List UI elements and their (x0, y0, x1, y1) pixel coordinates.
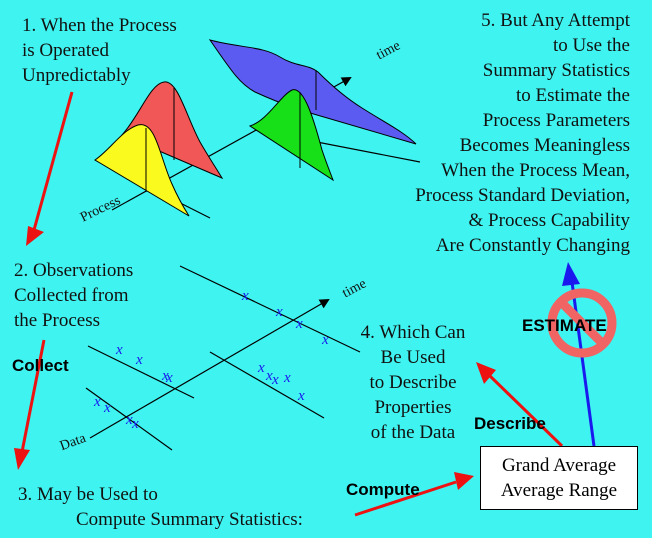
arrow-compute (354, 480, 457, 517)
observation-mark: x (321, 332, 329, 348)
observation-mark: x (297, 388, 305, 404)
arrows (14, 91, 596, 517)
arrow-describe (488, 374, 564, 448)
observation-mark: x (241, 288, 249, 304)
data-row-4 (179, 265, 361, 353)
data-row-2 (87, 345, 195, 399)
step-4-line-4: Properties (374, 397, 452, 418)
observation-mark: x (135, 352, 143, 368)
observation-mark: x (257, 360, 265, 376)
summary-line-grand-average: Grand Average (501, 455, 617, 476)
data-axes-bottom (85, 265, 361, 451)
observation-mark: x (165, 370, 173, 386)
distribution-yellow (94, 124, 190, 217)
step-2-line-1: 2. Observations (14, 260, 134, 281)
distribution-red (121, 81, 224, 180)
step-4-text: 4. Which Can Be Used to Describe Propert… (348, 320, 478, 445)
curve-blue (208, 39, 417, 145)
arrow-collect (20, 339, 46, 453)
observation-mark: x (271, 372, 279, 388)
step-5-line-10: Are Constantly Changing (435, 235, 630, 256)
step-5-line-8: Process Standard Deviation, (415, 185, 630, 206)
curve-red (121, 81, 224, 180)
observation-mark: x (131, 416, 139, 432)
observation-mark: x (275, 304, 283, 320)
compute-label: Compute (346, 480, 420, 499)
observation-mark: x (115, 342, 123, 358)
data-row-3 (209, 351, 325, 419)
prohibition-icon (547, 288, 617, 358)
observation-mark: x (93, 394, 101, 410)
step-3-line-1: 3. May be Used to (18, 484, 158, 505)
curve-green (248, 89, 335, 182)
describe-label: Describe (474, 414, 546, 433)
step-5-line-7: When the Process Mean, (441, 160, 630, 181)
step-3-text: 3. May be Used to Compute Summary Statis… (18, 482, 303, 532)
step-5-line-3: Summary Statistics (482, 60, 630, 81)
step-1-text: 1. When the Process is Operated Unpredic… (22, 13, 177, 88)
step-5-line-2: to Use the (552, 35, 630, 56)
step-4-line-5: of the Data (370, 422, 456, 443)
curve-yellow (94, 124, 190, 217)
distribution-blue (208, 39, 417, 145)
estimate-label: ESTIMATE (522, 316, 607, 335)
step-1-line-2: is Operated (22, 40, 110, 61)
step-4-line-1: 4. Which Can (360, 322, 466, 343)
arrow-step1-to-step2 (32, 91, 74, 231)
step-5-line-9: & Process Capability (468, 210, 630, 231)
arrowhead-compute (454, 472, 474, 490)
step-2-text: 2. Observations Collected from the Proce… (14, 258, 133, 333)
observation-mark: x (283, 370, 291, 386)
step-2-line-3: the Process (14, 310, 101, 331)
arrowhead-describe (476, 362, 496, 384)
step-5-line-4: to Estimate the (516, 85, 630, 106)
arrow-estimate (570, 281, 596, 447)
distribution-green (248, 89, 335, 182)
time-axis-bottom (89, 298, 330, 439)
arrowhead-step1-to-step2 (26, 226, 44, 246)
data-row-1 (85, 387, 173, 451)
step-1-line-1: 1. When the Process (22, 15, 177, 36)
summary-statistics-box: Grand Average Average Range (480, 446, 638, 510)
collect-label: Collect (12, 356, 69, 375)
step-5-line-1: 5. But Any Attempt (481, 10, 630, 31)
step-5-text: 5. But Any Attempt to Use the Summary St… (360, 8, 630, 258)
step-3-line-2: Compute Summary Statistics: (76, 509, 303, 530)
observation-mark: x (265, 368, 273, 384)
observation-mark: x (125, 412, 133, 428)
observation-mark: x (295, 316, 303, 332)
arrowhead-collect (14, 448, 30, 470)
step-4-line-3: to Describe (369, 372, 457, 393)
observation-mark: x (161, 368, 169, 384)
summary-line-average-range: Average Range (500, 480, 618, 501)
step-5-line-5: Process Parameters (482, 110, 630, 131)
arrowhead-estimate (562, 262, 580, 286)
step-4-line-2: Be Used (380, 347, 446, 368)
step-1-line-3: Unpredictably (22, 65, 131, 86)
step-2-line-2: Collected from (14, 285, 129, 306)
step-5-line-6: Becomes Meaningless (459, 135, 630, 156)
observation-mark: x (103, 400, 111, 416)
